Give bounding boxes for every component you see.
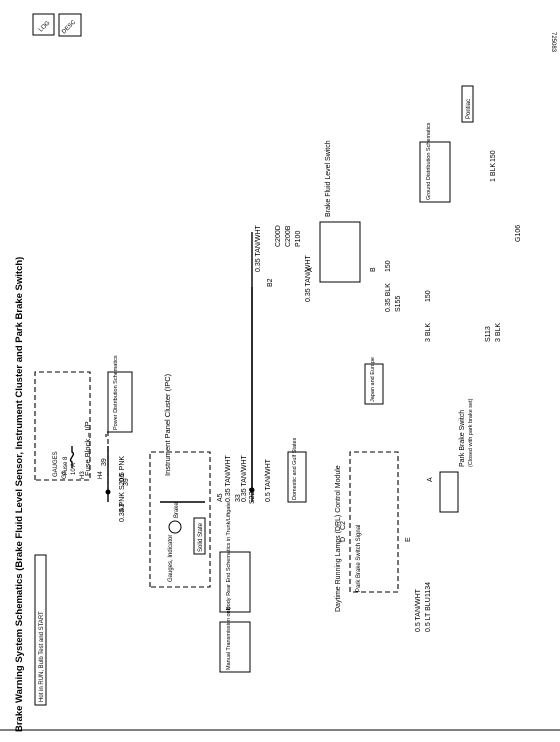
svg-text:1134: 1134 xyxy=(425,582,432,597)
ipc-label: Instrument Panel Cluster (IPC) xyxy=(163,373,172,476)
park-brake-switch: Park Brake Switch (Closed with park brak… xyxy=(427,398,474,513)
svg-text:Manual Transmission only: Manual Transmission only xyxy=(226,606,232,670)
svg-text:Japan and Europe: Japan and Europe xyxy=(370,357,376,402)
svg-text:0.5 TAN/WHT: 0.5 TAN/WHT xyxy=(265,458,272,502)
svg-text:0.35 TAN/WHT: 0.35 TAN/WHT xyxy=(225,454,232,502)
svg-text:S155: S155 xyxy=(395,296,402,312)
svg-text:39: 39 xyxy=(123,478,130,486)
svg-text:Domestic and Gulf States: Domestic and Gulf States xyxy=(292,437,298,500)
drl-outline xyxy=(349,451,399,593)
svg-text:G106: G106 xyxy=(515,225,522,242)
svg-text:A: A xyxy=(427,477,434,482)
svg-text:P100: P100 xyxy=(295,231,302,247)
svg-text:0.35 TAN/WHT: 0.35 TAN/WHT xyxy=(305,254,312,302)
svg-text:1 BLK: 1 BLK xyxy=(490,163,497,182)
svg-text:Pontiac: Pontiac xyxy=(466,99,472,119)
svg-text:B2: B2 xyxy=(267,278,274,287)
svg-text:0.5 PNK: 0.5 PNK xyxy=(119,456,126,482)
svg-text:Brake Fluid Level Switch: Brake Fluid Level Switch xyxy=(325,140,332,217)
svg-text:0.5 LT BLU: 0.5 LT BLU xyxy=(425,597,432,632)
svg-text:Park Brake Switch Signal: Park Brake Switch Signal xyxy=(356,525,362,592)
svg-text:10 A: 10 A xyxy=(71,463,77,475)
fuse-block-label: Fuse Block – I/P xyxy=(83,421,92,476)
svg-text:E: E xyxy=(405,537,412,542)
fuse-block-outline xyxy=(34,371,91,481)
svg-text:S206: S206 xyxy=(119,474,126,490)
svg-text:150: 150 xyxy=(385,260,392,272)
solid-state-box xyxy=(193,517,206,555)
svg-text:A3: A3 xyxy=(119,503,126,512)
page-title: Brake Warning System Schematics (Brake F… xyxy=(14,257,25,732)
svg-text:(Closed with park brake set): (Closed with park brake set) xyxy=(468,398,474,467)
drl-label: Daytime Running Lamps (DRL) Control Modu… xyxy=(335,465,342,612)
desc-icon[interactable]: DESC xyxy=(58,13,82,37)
svg-text:G3: G3 xyxy=(62,470,68,479)
svg-text:Body Rear End Schematics in Tr: Body Rear End Schematics in Trunk/Liftga… xyxy=(226,502,232,610)
svg-text:B: B xyxy=(370,267,377,272)
svg-text:Ground Distribution Schematics: Ground Distribution Schematics xyxy=(426,122,432,200)
pontiac-box: Pontiac xyxy=(461,85,474,123)
figure-id: 725083 xyxy=(550,32,556,53)
domestic-label-box: Domestic and Gulf States xyxy=(287,437,307,503)
ipc-outline xyxy=(149,451,211,588)
svg-text:D: D xyxy=(340,537,347,542)
svg-text:0.35 BLK: 0.35 BLK xyxy=(385,283,392,312)
svg-text:H4: H4 xyxy=(98,471,104,479)
log-icon[interactable]: LOG xyxy=(32,13,55,36)
svg-text:150: 150 xyxy=(490,150,497,162)
svg-text:39: 39 xyxy=(101,458,108,466)
svg-text:S228: S228 xyxy=(249,488,256,504)
svg-text:33: 33 xyxy=(235,494,242,502)
svg-text:0.35 PNK: 0.35 PNK xyxy=(119,492,126,522)
svg-text:C200D: C200D xyxy=(275,225,282,247)
dash-power-ref xyxy=(105,431,109,492)
japan-label-box: Japan and Europe xyxy=(364,357,384,405)
svg-text:0.5 TAN/WHT: 0.5 TAN/WHT xyxy=(415,588,422,632)
svg-text:Hot in RUN, Bulb Test and STAR: Hot in RUN, Bulb Test and START xyxy=(39,611,45,702)
svg-text:Fuse 8: Fuse 8 xyxy=(63,456,69,475)
svg-text:Power Distribution Schematics: Power Distribution Schematics xyxy=(113,355,119,430)
svg-text:Gauges, Indicator: Gauges, Indicator xyxy=(168,535,174,582)
svg-text:3 BLK: 3 BLK xyxy=(425,323,432,342)
manual-transmission-ref[interactable]: Manual Transmission only xyxy=(219,606,251,673)
svg-text:150: 150 xyxy=(425,290,432,302)
svg-text:C2: C2 xyxy=(340,521,347,530)
svg-text:A5: A5 xyxy=(217,493,224,502)
svg-text:Brake: Brake xyxy=(174,502,180,518)
power-distribution-ref[interactable]: Power Distribution Schematics xyxy=(107,355,133,433)
ground-distribution-ref[interactable]: Ground Distribution Schematics xyxy=(419,122,451,203)
svg-text:0.35 TAN/WHT: 0.35 TAN/WHT xyxy=(255,224,262,272)
svg-text:A: A xyxy=(307,267,314,272)
svg-text:0.35 TAN/WHT: 0.35 TAN/WHT xyxy=(241,454,248,502)
svg-text:3 BLK: 3 BLK xyxy=(495,323,502,342)
fuse-element: G3 GAUGES Fuse 8 10 A H3 H4 xyxy=(53,446,104,479)
brake-fluid-level-switch: Brake Fluid Level Switch A B xyxy=(307,140,377,283)
body-rear-end-ref[interactable]: Body Rear End Schematics in Trunk/Liftga… xyxy=(219,502,251,613)
svg-text:H3: H3 xyxy=(80,471,86,479)
svg-text:C200B: C200B xyxy=(285,225,292,247)
hot-in-label-box: Hot in RUN, Bulb Test and START xyxy=(34,554,47,706)
svg-text:S113: S113 xyxy=(485,326,492,342)
svg-text:Park Brake Switch: Park Brake Switch xyxy=(459,410,466,467)
svg-text:GAUGES: GAUGES xyxy=(53,451,59,477)
brake-indicator-icon xyxy=(168,520,182,534)
svg-text:Solid State: Solid State xyxy=(198,522,204,552)
